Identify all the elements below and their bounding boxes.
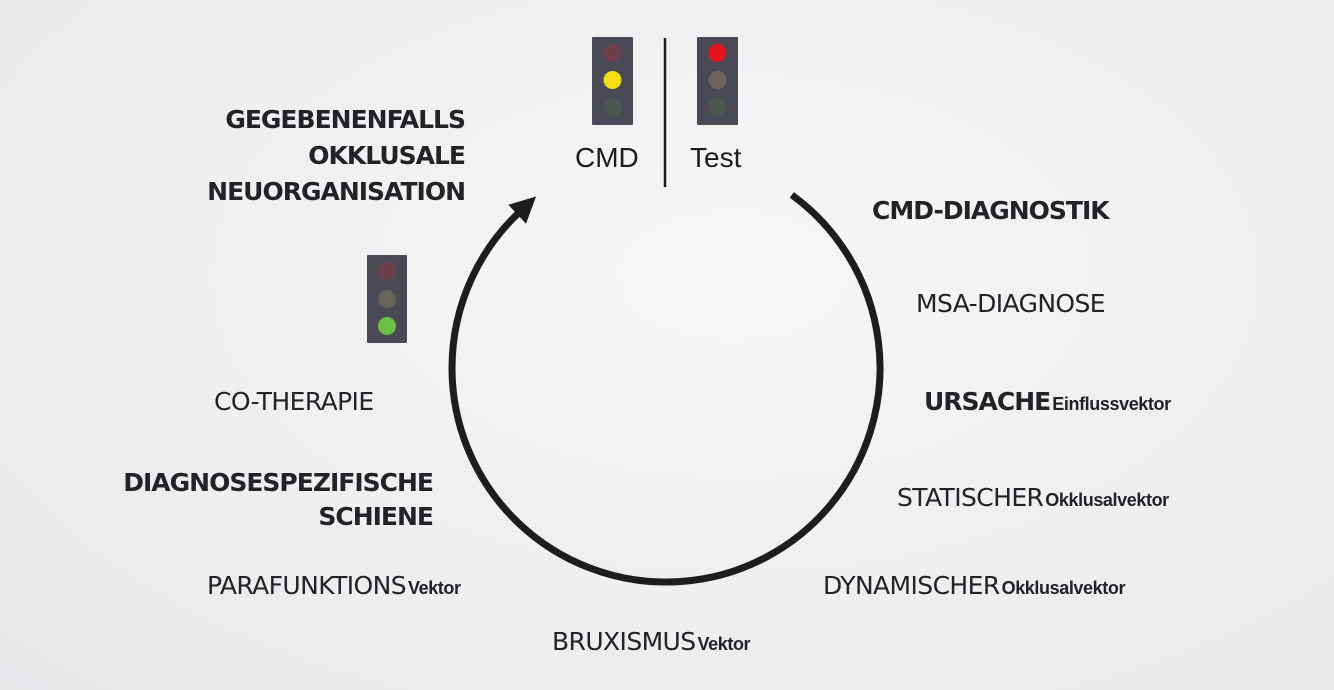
traffic-light-test-red: [708, 44, 727, 62]
step-gegebenenfalls-line3: NEUORGANISATION: [207, 177, 466, 206]
step-msa-diagnose: MSA-DIAGNOSE: [916, 289, 1106, 318]
step-parafunktions-main: PARAFUNKTIONS: [207, 571, 407, 600]
cycle-arc: [448, 192, 884, 586]
step-statischer-sub: Okklusalvektor: [1045, 490, 1169, 510]
step-co-therapie: CO-THERAPIE: [214, 387, 374, 416]
cmd-label: CMD: [575, 142, 639, 173]
step-gegebenenfalls-line2: OKKLUSALE: [308, 141, 466, 170]
test-label: Test: [690, 142, 742, 173]
step-gegebenenfalls: GEGEBENENFALLS OKKLUSALE NEUORGANISATION: [207, 102, 466, 210]
step-gegebenenfalls-line1: GEGEBENENFALLS: [225, 105, 466, 134]
step-ursache-main: URSACHE: [924, 387, 1051, 416]
step-statischer-main: STATISCHER: [897, 483, 1044, 512]
step-ursache-sub: Einflussvektor: [1052, 394, 1171, 414]
step-dynamischer-sub: Okklusalvektor: [1001, 578, 1126, 598]
step-parafunktions-sub: Vektor: [407, 578, 461, 598]
step-diagnosespezifische-line1: DIAGNOSESPEZIFISCHE: [123, 468, 434, 497]
traffic-light-test: [697, 37, 738, 125]
step-diagnosespezifische-line2: SCHIENE: [318, 502, 434, 531]
step-bruxismus-main: BRUXISMUS: [552, 627, 696, 656]
traffic-light-co-therapy: [367, 255, 407, 343]
traffic-light-co-therapy-green: [378, 317, 396, 335]
step-cmd-diagnostik: CMD-DIAGNOSTIK: [872, 196, 1110, 225]
traffic-light-cmd: [592, 37, 633, 125]
traffic-light-cmd-green: [603, 98, 622, 116]
traffic-light-co-therapy-red: [378, 262, 396, 280]
traffic-light-cmd-red: [603, 44, 622, 62]
traffic-light-co-therapy-yellow: [378, 290, 396, 308]
step-dynamischer-main: DYNAMISCHER: [823, 571, 1000, 600]
traffic-light-cmd-yellow: [603, 71, 622, 89]
traffic-light-test-yellow: [708, 71, 727, 89]
step-bruxismus-sub: Vektor: [697, 634, 751, 654]
traffic-light-test-green: [708, 98, 727, 116]
step-diagnosespezifische-schiene: DIAGNOSESPEZIFISCHE SCHIENE: [123, 466, 434, 534]
arrow-head: [508, 196, 537, 224]
